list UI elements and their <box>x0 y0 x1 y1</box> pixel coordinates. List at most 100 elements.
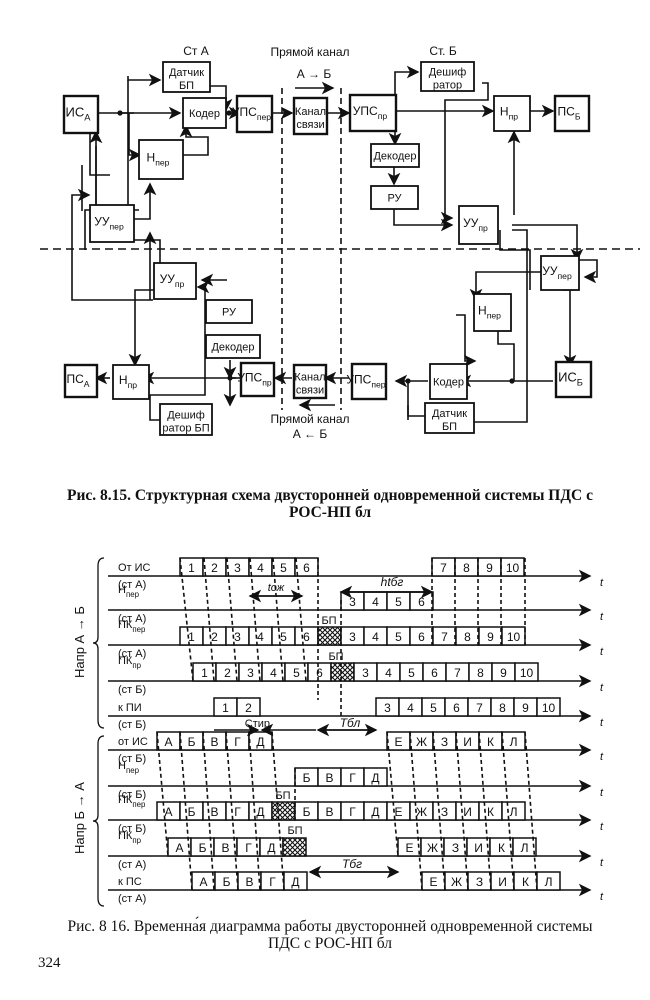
block-label: Е <box>429 875 437 889</box>
block-label: 7 <box>440 561 447 575</box>
row-station-label: (ст Б) <box>118 684 146 696</box>
timing-relation-line <box>478 731 492 891</box>
block-label: Л <box>510 735 518 749</box>
block-ups-pr-b-label: УПСпр <box>353 104 388 121</box>
block-label: Л <box>545 875 553 889</box>
block-n-pr-b-label: Нпр <box>500 105 518 122</box>
block-channel-top <box>292 96 329 136</box>
block-ps-a <box>63 363 99 399</box>
block-label: 4 <box>270 666 277 680</box>
forward-direction-label: А → Б <box>297 67 332 81</box>
row-station-label: (ст А) <box>118 859 146 871</box>
time-axis-label: t <box>600 682 604 694</box>
block-label: Ж <box>416 805 427 819</box>
block-label: Ж <box>451 875 462 889</box>
bp-label: БП <box>275 790 290 802</box>
row-station-label: (ст А) <box>118 648 146 660</box>
timing-relation-line <box>202 731 215 891</box>
block-ups-pr-a-label: УПСпр <box>237 371 272 388</box>
block-label: К <box>487 805 494 819</box>
block-label: 10 <box>542 701 556 715</box>
block-ups-per-a <box>235 94 274 134</box>
block-label: Б <box>223 875 231 889</box>
block-ups-per-b-label: УПСпер <box>346 373 385 390</box>
junction-dot <box>509 378 515 384</box>
time-axis-label: t <box>600 821 604 833</box>
block-label: Е <box>394 735 402 749</box>
block-label: В <box>210 735 218 749</box>
block-n-per-a <box>138 139 184 180</box>
block-label: Д <box>291 875 299 889</box>
block-label: 4 <box>372 595 379 609</box>
block-channel-bottom <box>292 363 328 400</box>
block-label: 1 <box>201 666 208 680</box>
time-axis-label: t <box>600 646 604 658</box>
block-label: А <box>164 805 172 819</box>
block-label: Б <box>199 841 207 855</box>
block-label: Б <box>188 805 196 819</box>
block-ps-b-label: ПСБ <box>558 105 581 122</box>
group-label-b-to-a: Напр Б → А <box>72 782 87 854</box>
block-label: З <box>441 735 448 749</box>
caption-line: РОС-НП бл <box>288 504 372 521</box>
hatched-error-block <box>330 662 355 682</box>
row-station-label: (ст Б) <box>118 823 146 835</box>
data-block <box>536 697 561 717</box>
caption-line: ПДС с РОС-НП бл <box>268 935 392 952</box>
row-station-label: (ст Б) <box>118 719 146 731</box>
block-deshifrator-b-label: ратор <box>433 80 462 92</box>
connection-line <box>393 204 454 232</box>
block-is-a <box>62 94 100 135</box>
block-label: 9 <box>500 666 507 680</box>
block-uu-pr-a-label: УУпр <box>160 272 185 289</box>
time-axis-label: t <box>600 717 604 729</box>
block-label: К <box>498 841 505 855</box>
row-label: Нпер <box>118 584 140 599</box>
block-label: 6 <box>303 561 310 575</box>
block-ru-b-label: РУ <box>387 193 402 205</box>
t-bg-label: Tбг <box>342 857 362 871</box>
block-label: 1 <box>188 630 195 644</box>
bp-label: БП <box>328 651 343 663</box>
block-label: Ж <box>416 735 427 749</box>
block-label: 1 <box>222 701 229 715</box>
block-label: И <box>474 841 483 855</box>
block-label: 9 <box>522 701 529 715</box>
block-uu-pr-a <box>153 262 197 300</box>
block-label: 10 <box>507 630 521 644</box>
block-label: 6 <box>431 666 438 680</box>
reverse-channel-label: Прямой канал <box>270 412 349 426</box>
time-axis-label: t <box>600 891 604 903</box>
bp-label: БП <box>321 615 336 627</box>
block-label: 10 <box>506 561 520 575</box>
data-block <box>514 662 539 682</box>
timing-relation-line <box>225 731 239 891</box>
block-label: 7 <box>441 630 448 644</box>
block-label: 6 <box>418 630 425 644</box>
row-label: к ПИ <box>118 702 142 714</box>
block-label: 2 <box>224 666 231 680</box>
block-deshifrator-bp-a <box>159 403 213 436</box>
block-label: Ж <box>427 841 438 855</box>
figure-caption-8-16: Рис. 8 16. Временна́я диаграмма работы д… <box>30 918 630 952</box>
connection-line <box>71 188 91 233</box>
block-uu-pr-b-label: УУпр <box>463 216 488 233</box>
block-channel-bottom-label: Канал <box>294 372 325 384</box>
caption-line: Рис. 8.15. Структурная схема двусторонне… <box>67 487 593 504</box>
block-is-b-label: ИСБ <box>558 370 583 388</box>
hatched-error-block <box>271 801 296 821</box>
row-label: Нпер <box>118 760 140 775</box>
block-label: 3 <box>234 561 241 575</box>
row-station-label: (ст Б) <box>118 789 146 801</box>
figure-caption-8-15: Рис. 8.15. Структурная схема двусторонне… <box>30 487 630 521</box>
row-station-label: (ст Б) <box>118 753 146 765</box>
block-label: В <box>245 875 253 889</box>
block-label: Б <box>188 735 196 749</box>
row-station-label: (ст А) <box>118 893 146 905</box>
block-label: 7 <box>454 666 461 680</box>
